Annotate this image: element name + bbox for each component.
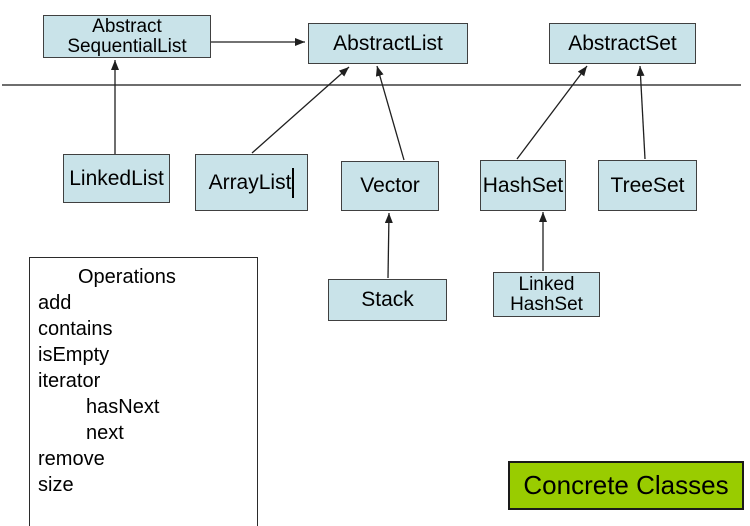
- class-label: AbstractSet: [568, 31, 677, 55]
- class-label: LinkedList: [69, 166, 164, 190]
- class-box-linked-hash-set[interactable]: Linked HashSet: [493, 272, 600, 317]
- arrow-hashset-to-abstractset: [516, 65, 588, 160]
- operation-item: hasNext: [86, 396, 160, 418]
- class-box-hash-set[interactable]: HashSet: [480, 160, 566, 211]
- concrete-classes-legend[interactable]: Concrete Classes: [508, 461, 744, 510]
- class-box-tree-set[interactable]: TreeSet: [598, 160, 697, 211]
- operations-panel[interactable]: Operations add contains isEmpty iterator…: [29, 257, 258, 526]
- class-box-vector[interactable]: Vector: [341, 161, 439, 211]
- operations-title: Operations: [78, 266, 176, 288]
- operation-item: isEmpty: [38, 344, 110, 366]
- operation-item: size: [38, 474, 74, 496]
- class-label: TreeSet: [610, 173, 685, 197]
- operation-item: iterator: [38, 370, 101, 392]
- class-label: AbstractList: [333, 31, 443, 55]
- operation-item: contains: [38, 318, 113, 340]
- class-label: Vector: [360, 174, 420, 197]
- operation-item: remove: [38, 448, 105, 470]
- arrow-arraylist-to-abstractlist: [251, 66, 350, 154]
- class-label: SequentialList: [67, 35, 187, 57]
- class-label: HashSet: [482, 173, 564, 197]
- class-label: HashSet: [510, 293, 583, 315]
- arrow-treeset-to-abstractset: [636, 65, 646, 160]
- class-label: Linked: [518, 273, 575, 295]
- operation-item: next: [86, 422, 124, 444]
- class-label: ArrayList: [208, 170, 292, 194]
- text-cursor: [292, 167, 295, 198]
- arrow-stack-to-vector: [384, 212, 393, 279]
- class-label: Abstract: [92, 15, 162, 37]
- class-box-linked-list[interactable]: LinkedList: [63, 154, 170, 203]
- class-label: Stack: [361, 288, 414, 311]
- operation-item: add: [38, 292, 72, 314]
- class-box-abstract-set[interactable]: AbstractSet: [549, 23, 696, 64]
- class-box-array-list[interactable]: ArrayList: [195, 154, 308, 211]
- class-box-stack[interactable]: Stack: [328, 279, 447, 321]
- class-box-abstract-list[interactable]: AbstractList: [308, 23, 468, 64]
- concrete-classes-label: Concrete Classes: [523, 470, 729, 500]
- class-box-abstract-sequential-list[interactable]: Abstract SequentialList: [43, 15, 211, 58]
- arrow-vector-to-abstractlist: [375, 65, 405, 161]
